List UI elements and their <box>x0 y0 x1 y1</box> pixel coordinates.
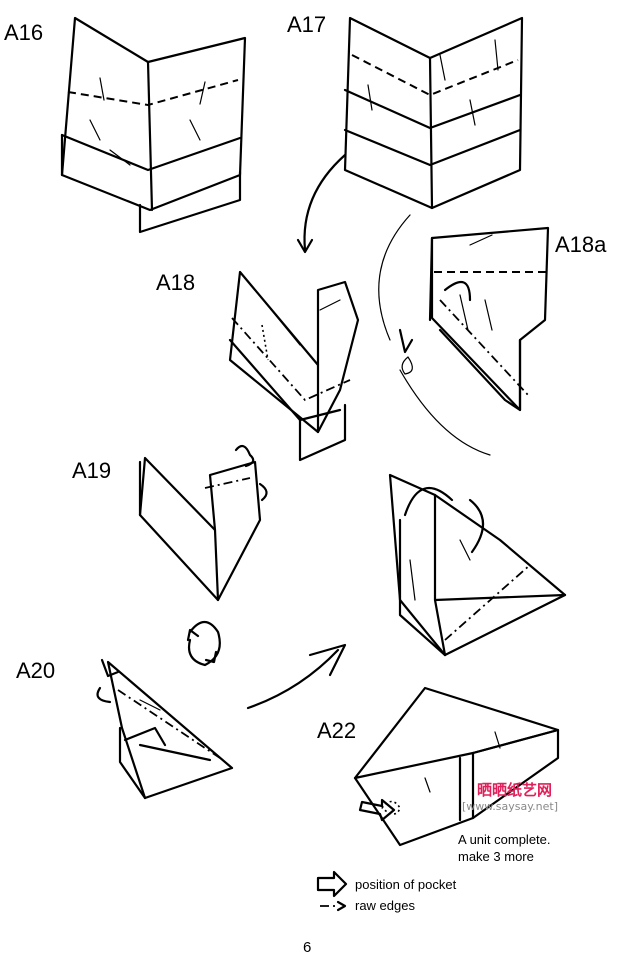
completion-note-line2: make 3 more <box>458 849 534 864</box>
figure-a17 <box>343 16 524 210</box>
figure-a21 <box>388 473 567 657</box>
step-label-a20: A20 <box>16 658 56 683</box>
figure-a18a <box>378 214 550 456</box>
pocket-arrow-icon <box>358 798 396 822</box>
step-label-a18: A18 <box>156 270 196 295</box>
legend-pocket-label: position of pocket <box>355 877 457 892</box>
step-label-a17: A17 <box>287 12 327 37</box>
arrow-a20-to-a21 <box>246 648 340 710</box>
step-label-a16: A16 <box>4 20 44 45</box>
watermark-brand: 晒晒纸艺网 <box>477 781 553 799</box>
page-number: 6 <box>303 939 312 956</box>
step-label-a22: A22 <box>317 718 357 743</box>
figure-a19 <box>138 444 268 602</box>
rotate-icon <box>186 620 221 667</box>
figure-a18 <box>228 270 360 462</box>
completion-note-line1: A unit complete. <box>458 832 551 847</box>
legend-raw-edge-icon <box>320 900 347 912</box>
step-label-a18a: A18a <box>555 232 607 257</box>
step-label-a19: A19 <box>72 458 112 483</box>
figure-a16 <box>60 16 247 234</box>
legend-raw-edges-label: raw edges <box>355 898 415 913</box>
figure-a20 <box>96 658 234 800</box>
legend-pocket-icon <box>316 870 348 898</box>
figure-a22 <box>353 686 560 847</box>
arrow-a17-to-a18 <box>303 153 347 252</box>
watermark-url: [www.saysay.net] <box>462 800 559 813</box>
